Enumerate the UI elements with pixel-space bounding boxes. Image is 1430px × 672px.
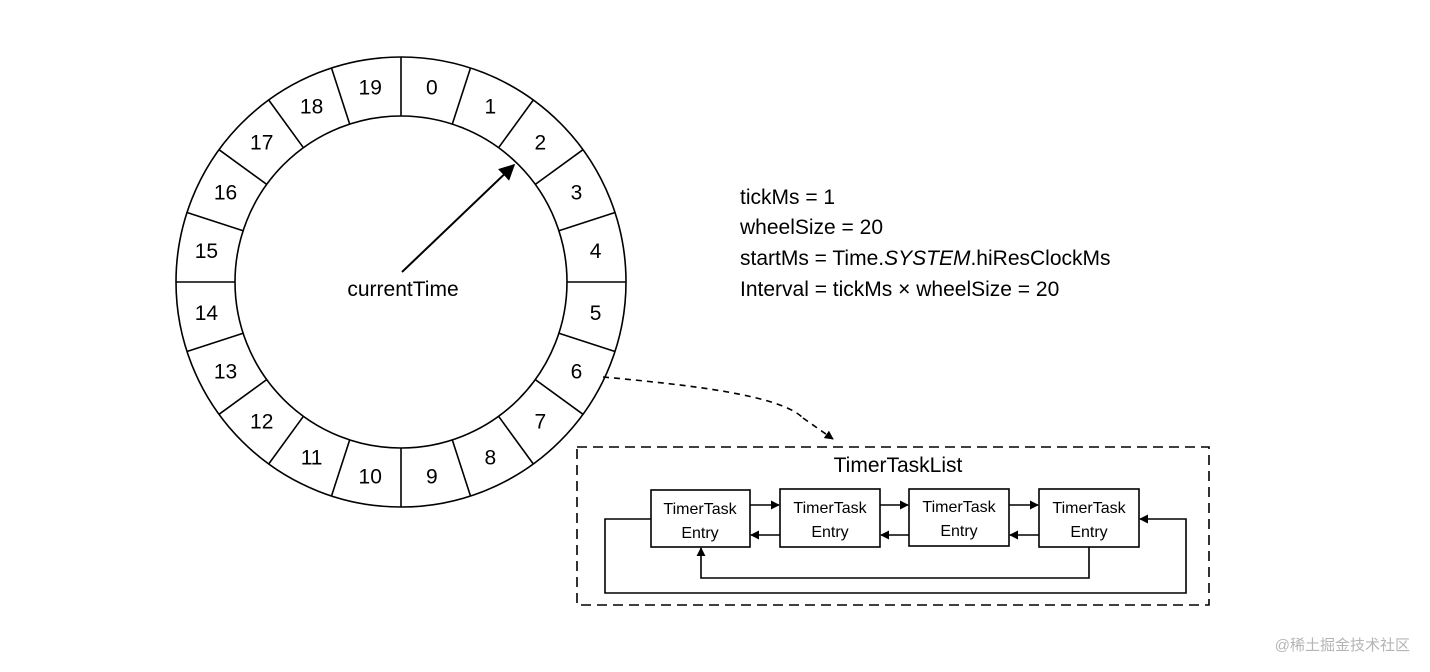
watermark-text: @稀土掘金技术社区 <box>1275 637 1410 654</box>
timer-task-list: TimerTaskList TimerTask Entry TimerTask … <box>576 446 1210 606</box>
timer-task-entry-3: TimerTask Entry <box>908 488 1010 547</box>
wheel-slot-7: 7 <box>534 410 546 433</box>
wheel-spoke <box>218 149 268 186</box>
wheel-spoke <box>451 439 472 497</box>
wheel-slot-15: 15 <box>195 240 218 263</box>
entry-label-line2: Entry <box>1070 524 1107 541</box>
wheel-spoke <box>497 415 534 465</box>
timer-task-entry-4: TimerTask Entry <box>1038 488 1140 548</box>
interval-prefix: Interval = tickMs <box>740 278 898 301</box>
wheel-spoke <box>218 378 268 415</box>
wheel-slot-5: 5 <box>590 302 602 325</box>
entry-box <box>1038 488 1140 548</box>
current-time-pointer-arrow <box>401 163 516 273</box>
wheel-slot-14: 14 <box>195 302 219 325</box>
start-ms-prefix: startMs = Time. <box>740 247 884 270</box>
entry-label-line1: TimerTask <box>1052 500 1126 517</box>
entry-label-line2: Entry <box>811 524 848 541</box>
wheel-slot-19: 19 <box>359 76 382 99</box>
wheel-slot-13: 13 <box>214 360 237 383</box>
entry-label-line2: Entry <box>681 525 718 542</box>
wheel-spoke <box>558 332 616 353</box>
wheel-slot-2: 2 <box>534 132 546 155</box>
interval-text: Interval = tickMs × wheelSize = 20 <box>740 278 1059 301</box>
wheel-spoke <box>451 67 472 125</box>
slot-to-list-arrow <box>802 417 834 440</box>
entry-box <box>908 488 1010 547</box>
wheel-spoke <box>330 67 351 125</box>
wheel-spoke <box>268 99 305 149</box>
wheel-spoke <box>534 378 584 415</box>
wheel-spoke <box>330 439 351 497</box>
wheel-slot-4: 4 <box>590 240 602 263</box>
wheel-slot-8: 8 <box>485 447 497 470</box>
wheel-slot-12: 12 <box>250 410 273 433</box>
timer-task-entry-1: TimerTask Entry <box>650 489 751 548</box>
entry-box <box>650 489 751 548</box>
timer-task-list-box <box>576 446 1210 606</box>
wheel-slot-18: 18 <box>300 96 323 119</box>
head-to-tail-wrap-link <box>604 514 1187 594</box>
wheel-spoke <box>558 211 616 232</box>
entry-label-line1: TimerTask <box>922 499 996 516</box>
wheel-slot-1: 1 <box>485 96 497 119</box>
wheel-spoke <box>534 149 584 186</box>
wheel-slot-0: 0 <box>426 76 438 99</box>
wheel-slot-10: 10 <box>359 466 382 489</box>
entry-label-line1: TimerTask <box>663 501 737 518</box>
interval-suffix: wheelSize = 20 <box>910 278 1059 301</box>
entry-label-line1: TimerTask <box>793 500 867 517</box>
wheel-spoke <box>268 415 305 465</box>
wheel-spoke <box>186 211 244 232</box>
wheel-spoke <box>186 332 244 353</box>
wheel-spokes <box>176 57 626 507</box>
entry-box <box>779 488 881 548</box>
wheel-slot-9: 9 <box>426 466 438 489</box>
timer-task-list-title: TimerTaskList <box>834 454 963 477</box>
slot-to-list-dashed-connector <box>602 376 804 419</box>
current-time-label: currentTime <box>347 278 458 301</box>
start-ms-italic: SYSTEM <box>884 247 971 270</box>
wheel-slot-3: 3 <box>571 182 583 205</box>
wheel-slot-11: 11 <box>301 447 323 470</box>
wheel-slot-17: 17 <box>250 132 273 155</box>
times-symbol: × <box>898 278 910 301</box>
start-ms-suffix: .hiResClockMs <box>970 247 1110 270</box>
wheel-spoke <box>497 99 534 149</box>
wheel-slot-16: 16 <box>214 182 237 205</box>
entry-label-line2: Entry <box>940 523 977 540</box>
start-ms-text: startMs = Time.SYSTEM.hiResClockMs <box>740 247 1111 270</box>
wheel-size-text: wheelSize = 20 <box>739 216 883 239</box>
tail-to-head-wrap-link <box>696 547 1090 579</box>
tick-ms-text: tickMs = 1 <box>740 186 835 209</box>
timer-task-entry-2: TimerTask Entry <box>779 488 881 548</box>
wheel-slot-6: 6 <box>571 360 583 383</box>
wheel-parameters: tickMs = 1 wheelSize = 20 startMs = Time… <box>739 186 1111 301</box>
